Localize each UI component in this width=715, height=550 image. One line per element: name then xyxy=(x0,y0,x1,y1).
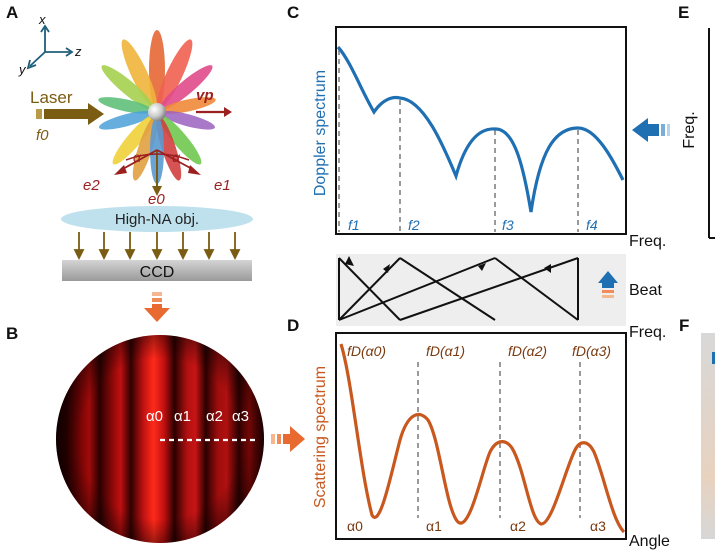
doppler-ylabel: Doppler spectrum xyxy=(312,70,329,196)
beat-band xyxy=(336,254,626,326)
objective-label: High-NA obj. xyxy=(115,211,199,228)
axis-x-label: x xyxy=(38,12,46,27)
marker-f2: f2 xyxy=(408,217,420,233)
beat-lines xyxy=(338,257,579,321)
marker-alpha2: α2 xyxy=(510,518,526,534)
particle-sphere xyxy=(148,103,166,121)
marker-fd-alpha3: fD(α3) xyxy=(572,343,611,359)
alpha-right-label: α xyxy=(172,149,181,165)
rays-to-ccd xyxy=(73,232,241,261)
doppler-dashed-lines xyxy=(338,50,579,232)
panel-label-d: D xyxy=(287,316,299,335)
alpha-left-label: α xyxy=(133,149,142,165)
scattering-xlabel: Angle xyxy=(629,533,670,550)
marker-f1: f1 xyxy=(348,217,360,233)
laser-arrow xyxy=(36,103,104,125)
axis-z-label: z xyxy=(74,44,82,59)
doppler-plot-frame xyxy=(335,26,627,235)
fringe-alpha-2: α2 xyxy=(206,408,223,425)
marker-f4: f4 xyxy=(586,217,598,233)
beat-label: Beat xyxy=(629,282,662,299)
doppler-spectrum-curve xyxy=(336,45,625,213)
marker-alpha1: α1 xyxy=(426,518,442,534)
beat-arrowheads xyxy=(345,256,551,273)
panel-label-c: C xyxy=(287,3,299,22)
axis-y-label: y xyxy=(18,62,27,77)
arrow-a-to-b xyxy=(144,292,170,322)
panel-label-a: A xyxy=(6,3,18,22)
marker-fd-alpha0: fD(α0) xyxy=(347,343,386,359)
scattering-ylabel: Scattering spectrum xyxy=(312,366,329,508)
scattering-dashed-lines xyxy=(417,362,581,518)
marker-alpha3: α3 xyxy=(590,518,606,534)
scattering-plot-frame xyxy=(335,332,627,540)
fringe-alpha-3: α3 xyxy=(232,408,249,425)
beat-up-arrow xyxy=(598,271,618,298)
scattering-top-axis-label: Freq. xyxy=(629,324,666,341)
scattering-spectrum-curve xyxy=(339,343,626,534)
fringe-alpha-0: α0 xyxy=(146,408,163,425)
panel-f-image xyxy=(701,333,715,539)
arrow-b-to-d xyxy=(271,426,305,452)
panel-e-ylabel: Freq. xyxy=(681,111,698,148)
e1-label: e1 xyxy=(214,177,231,194)
doppler-xlabel: Freq. xyxy=(629,233,666,250)
marker-fd-alpha2: fD(α2) xyxy=(508,343,547,359)
velocity-arrow xyxy=(196,107,232,117)
panel-label-b: B xyxy=(6,324,18,343)
vp-label: vp xyxy=(196,87,214,104)
axes-icon xyxy=(26,24,74,70)
objective-lens xyxy=(61,206,253,232)
marker-alpha0: α0 xyxy=(347,518,363,534)
f0-label: f0 xyxy=(36,127,49,144)
e2-label: e2 xyxy=(83,177,100,194)
ccd-sensor xyxy=(62,260,252,281)
arrow-e-to-c xyxy=(632,118,670,142)
polarization-arrows xyxy=(114,149,201,196)
laser-label: Laser xyxy=(30,88,73,107)
e0-label: e0 xyxy=(148,191,165,208)
fringe-alpha-1: α1 xyxy=(174,408,191,425)
ccd-label: CCD xyxy=(140,264,175,281)
panel-label-e: E xyxy=(678,3,689,22)
panel-label-f: F xyxy=(679,316,689,335)
marker-f3: f3 xyxy=(502,217,514,233)
marker-fd-alpha1: fD(α1) xyxy=(426,343,465,359)
